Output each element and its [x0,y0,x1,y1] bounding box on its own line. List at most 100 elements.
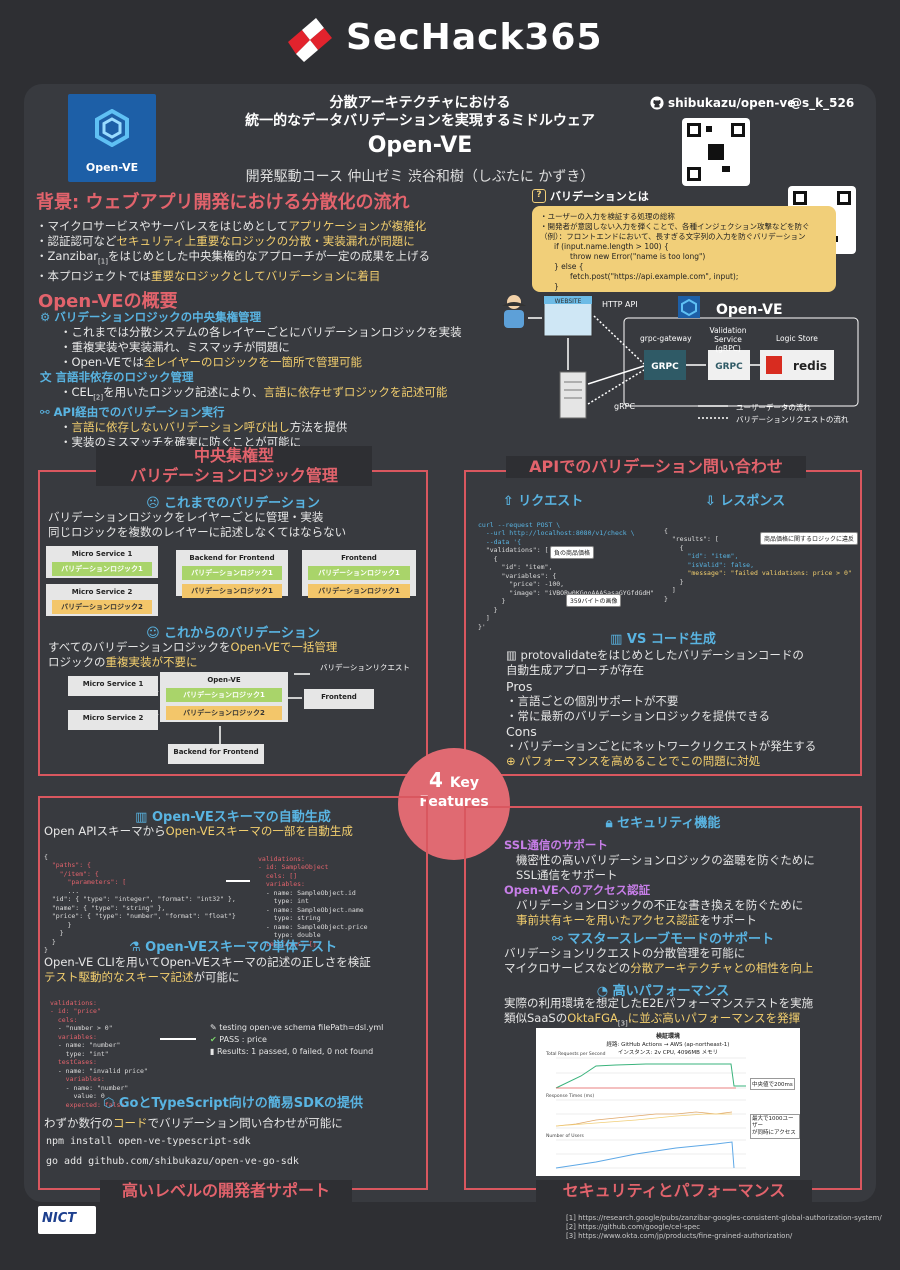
sechack-logo: SecHack365 [280,12,603,62]
test-title: ⚗ Open-VEスキーマの単体テスト [128,940,337,955]
background-heading: 背景: ウェブアプリ開発における分散化の流れ [36,192,410,213]
before-text: バリデーションロジックをレイヤーごとに管理・実装同じロジックを複数のレイヤーに記… [48,510,347,539]
grpc-service-box [708,350,750,380]
dev-frame-title: 高いレベルの開発者サポート [100,1180,352,1202]
overview-sec1-item3: ・Open-VEでは全レイヤーのロジックを一箇所で管理可能 [60,355,362,369]
sechack-mark-icon [280,12,338,62]
response-code: { "results": [ { "id": "item", "isValid"… [664,526,852,603]
arch-validation-service: Validation Service(gRPC) [709,326,747,353]
openapi-code: { "paths": { "/item": { "parameters": [ … [44,852,236,955]
vs-title: ▥ VS コード生成 [610,632,716,647]
hexagon-icon [95,109,129,147]
svg-text:WEBSITE: WEBSITE [555,298,582,305]
bg-item-3: Zanzibar[1]をはじめとした中央集権的なアプローチが一定の成果を上げる [36,249,526,269]
test-arrow [160,1038,196,1040]
response-title: ⇩ レスポンス [704,494,786,509]
logo-label: Open-VE [85,161,139,174]
brand-name: SecHack365 [346,16,603,58]
github-icon [650,96,664,110]
key-features-badge: 4 Key Features [398,748,510,860]
perf-title: ◔ 高いパフォーマンス [596,984,730,999]
ms2-box-after: Micro Service 2 [68,710,158,730]
arch-http-api: HTTP API [602,300,638,309]
title-line2: 統一的なデータバリデーションを実現するミドルウェア [245,113,595,129]
overview-sec3-title: ⚯ API経由でのバリデーション実行 [40,405,225,420]
openve-schema-code: validations:- id: SampleObject cels: [] … [258,854,368,948]
overview-sec2-title: 文 言語非依存のロジック管理 [40,370,194,384]
api-frame-title: APIでのバリデーション問い合わせ [506,456,806,478]
grpc-gateway-box [644,350,686,380]
references: [1] https://research.google/pubs/zanziba… [566,1214,882,1240]
test-code: validations:- id: "price" cels: - "numbe… [50,998,148,1109]
master-slave-text: バリデーションリクエストの分散管理を可能に マイクロサービスなどの分散アーキテク… [504,946,814,975]
note-response: 商品価格に関するロジックに違反 [760,532,859,545]
bg-item-4: 本プロジェクトでは重要なロジックとしてバリデーションに着目 [36,269,526,284]
github-handle[interactable]: shibukazu/open-ve [650,96,795,110]
bff-box-after: Backend for Frontend [168,744,264,764]
title-block: 分散アーキテクチャにおける 統一的なデータバリデーションを実現するミドルウェア … [180,94,660,186]
title-line1: 分散アーキテクチャにおける [329,95,511,111]
fe-box-after: Frontend [304,689,374,709]
sdk-text: わずか数行のコードでバリデーション問い合わせが可能に [44,1116,343,1130]
perf-graph: 検証環境 経路: GitHub Actions → AWS (ap-northe… [536,1028,800,1176]
note-negative-price: 負の商品価格 [550,546,595,559]
test-output: ✎ testing open-ve schema filePath=dsl.ym… [210,1023,384,1056]
sdk-title: ⬡ GoとTypeScript向けの簡易SDKの提供 [102,1096,364,1111]
ms1-box-after: Micro Service 1 [68,676,158,696]
perf-text: 実際の利用環境を想定したE2Eパフォーマンステストを実施 類似SaaSのOkta… [504,996,814,1028]
central-frame-title: 中央集権型バリデーションロジック管理 [96,446,372,486]
sec-frame-title: セキュリティとパフォーマンス [536,1180,812,1202]
val-request-label: バリデーションリクエスト [320,663,410,672]
product-name: Open-VE [367,133,473,158]
master-slave-title: ⚯ マスタースレーブモードのサポート [552,932,774,947]
bg-item-1: マイクロサービスやサーバレスをはじめとしてアプリケーションが複雑化 [36,219,526,234]
overview-sec2-item1: ・CEL[2]を用いたロジック記述により、言語に依存せずロジックを記述可能 [60,385,448,402]
architecture-diagram: WEBSITE GRPC GRPC redis [502,295,859,419]
overview-sec3-item2: ・実装のミスマッチを確実に防ぐことが可能に [60,435,302,450]
schema-text: Open APIスキーマからOpen-VEスキーマの一部を自動生成 [44,824,353,838]
background-list: マイクロサービスやサーバレスをはじめとしてアプリケーションが複雑化 認証認可など… [36,219,526,284]
cmd-npm[interactable]: npm install open-ve-typescript-sdk [46,1136,251,1147]
validation-box-title: ? バリデーションとは [532,188,649,204]
schema-title: ▥ Open-VEスキーマの自動生成 [135,810,331,825]
overview-sec3-item1: ・言語に依存しないバリデーション呼び出し方法を提供 [60,420,348,435]
security-title: 🔒︎ セキュリティ機能 [605,816,721,831]
x-text: @s_k_526 [790,96,855,110]
x-handle[interactable]: @s_k_526 [790,96,854,110]
overview-sec1-title: ⚙ バリデーションロジックの中央集権管理 [40,310,262,324]
arch-openve-label: Open-VE [716,302,783,318]
arch-logic-store: Logic Store [776,334,818,343]
before-title: ☹ これまでのバリデーション [146,496,320,511]
note-max-users: 最大で1000ユーザーが同時にアクセス [750,1114,800,1139]
arch-gateway-label: grpc-gateway [640,334,692,343]
after-title: ☺ これからのバリデーション [146,626,320,641]
test-text: Open-VE CLIを用いてOpen-VEスキーマの記述の正しさを検証 テスト… [44,955,371,984]
github-qr-code[interactable] [682,118,750,186]
after-text: すべてのバリデーションロジックをOpen-VEで一括管理 ロジックの重複実装が不… [48,640,338,669]
author-line: 開発駆動コース 仲山ゼミ 渋谷和樹（しぶたに かずき） [245,169,595,185]
arch-grpc: gRPC [614,402,636,411]
request-title: ⇧ リクエスト [502,494,584,509]
security-content: SSL通信のサポート 機密性の高いバリデーションロジックの盗聴を防ぐために SS… [504,838,815,927]
legend-user: ユーザーデータの流れ [736,403,811,412]
bg-item-2: 認証認可などセキュリティ上重要なロジックの分散・実装漏れが問題に [36,234,526,249]
cmd-go[interactable]: go add github.com/shibukazu/open-ve-go-s… [46,1156,299,1167]
github-text: shibukazu/open-ve [668,96,796,110]
server-icon [559,371,587,419]
schema-arrow [226,880,250,882]
question-icon: ? [532,189,546,203]
user-icon [502,295,526,328]
svg-text:redis: redis [793,359,827,373]
request-code: curl --request POST \ --url http://local… [478,520,655,631]
openve-logo: Open-VE [68,94,156,182]
note-image-size: 359バイトの画像 [566,594,622,607]
overview-sec1-item1: ・これまでは分散システムの各レイヤーごとにバリデーションロジックを実装 [60,325,462,339]
overview-sec1-item2: ・重複実装や実装漏れ、ミスマッチが問題に [60,340,290,354]
overview-heading: Open-VEの概要 [38,291,178,312]
vs-content: ▥ protovalidateをはじめとしたバリデーションコードの 自動生成アプ… [506,648,817,768]
overview-content: ⚙ バリデーションロジックの中央集権管理 ・これまでは分散システムの各レイヤーご… [40,310,500,450]
svg-text:GRPC: GRPC [715,362,743,372]
